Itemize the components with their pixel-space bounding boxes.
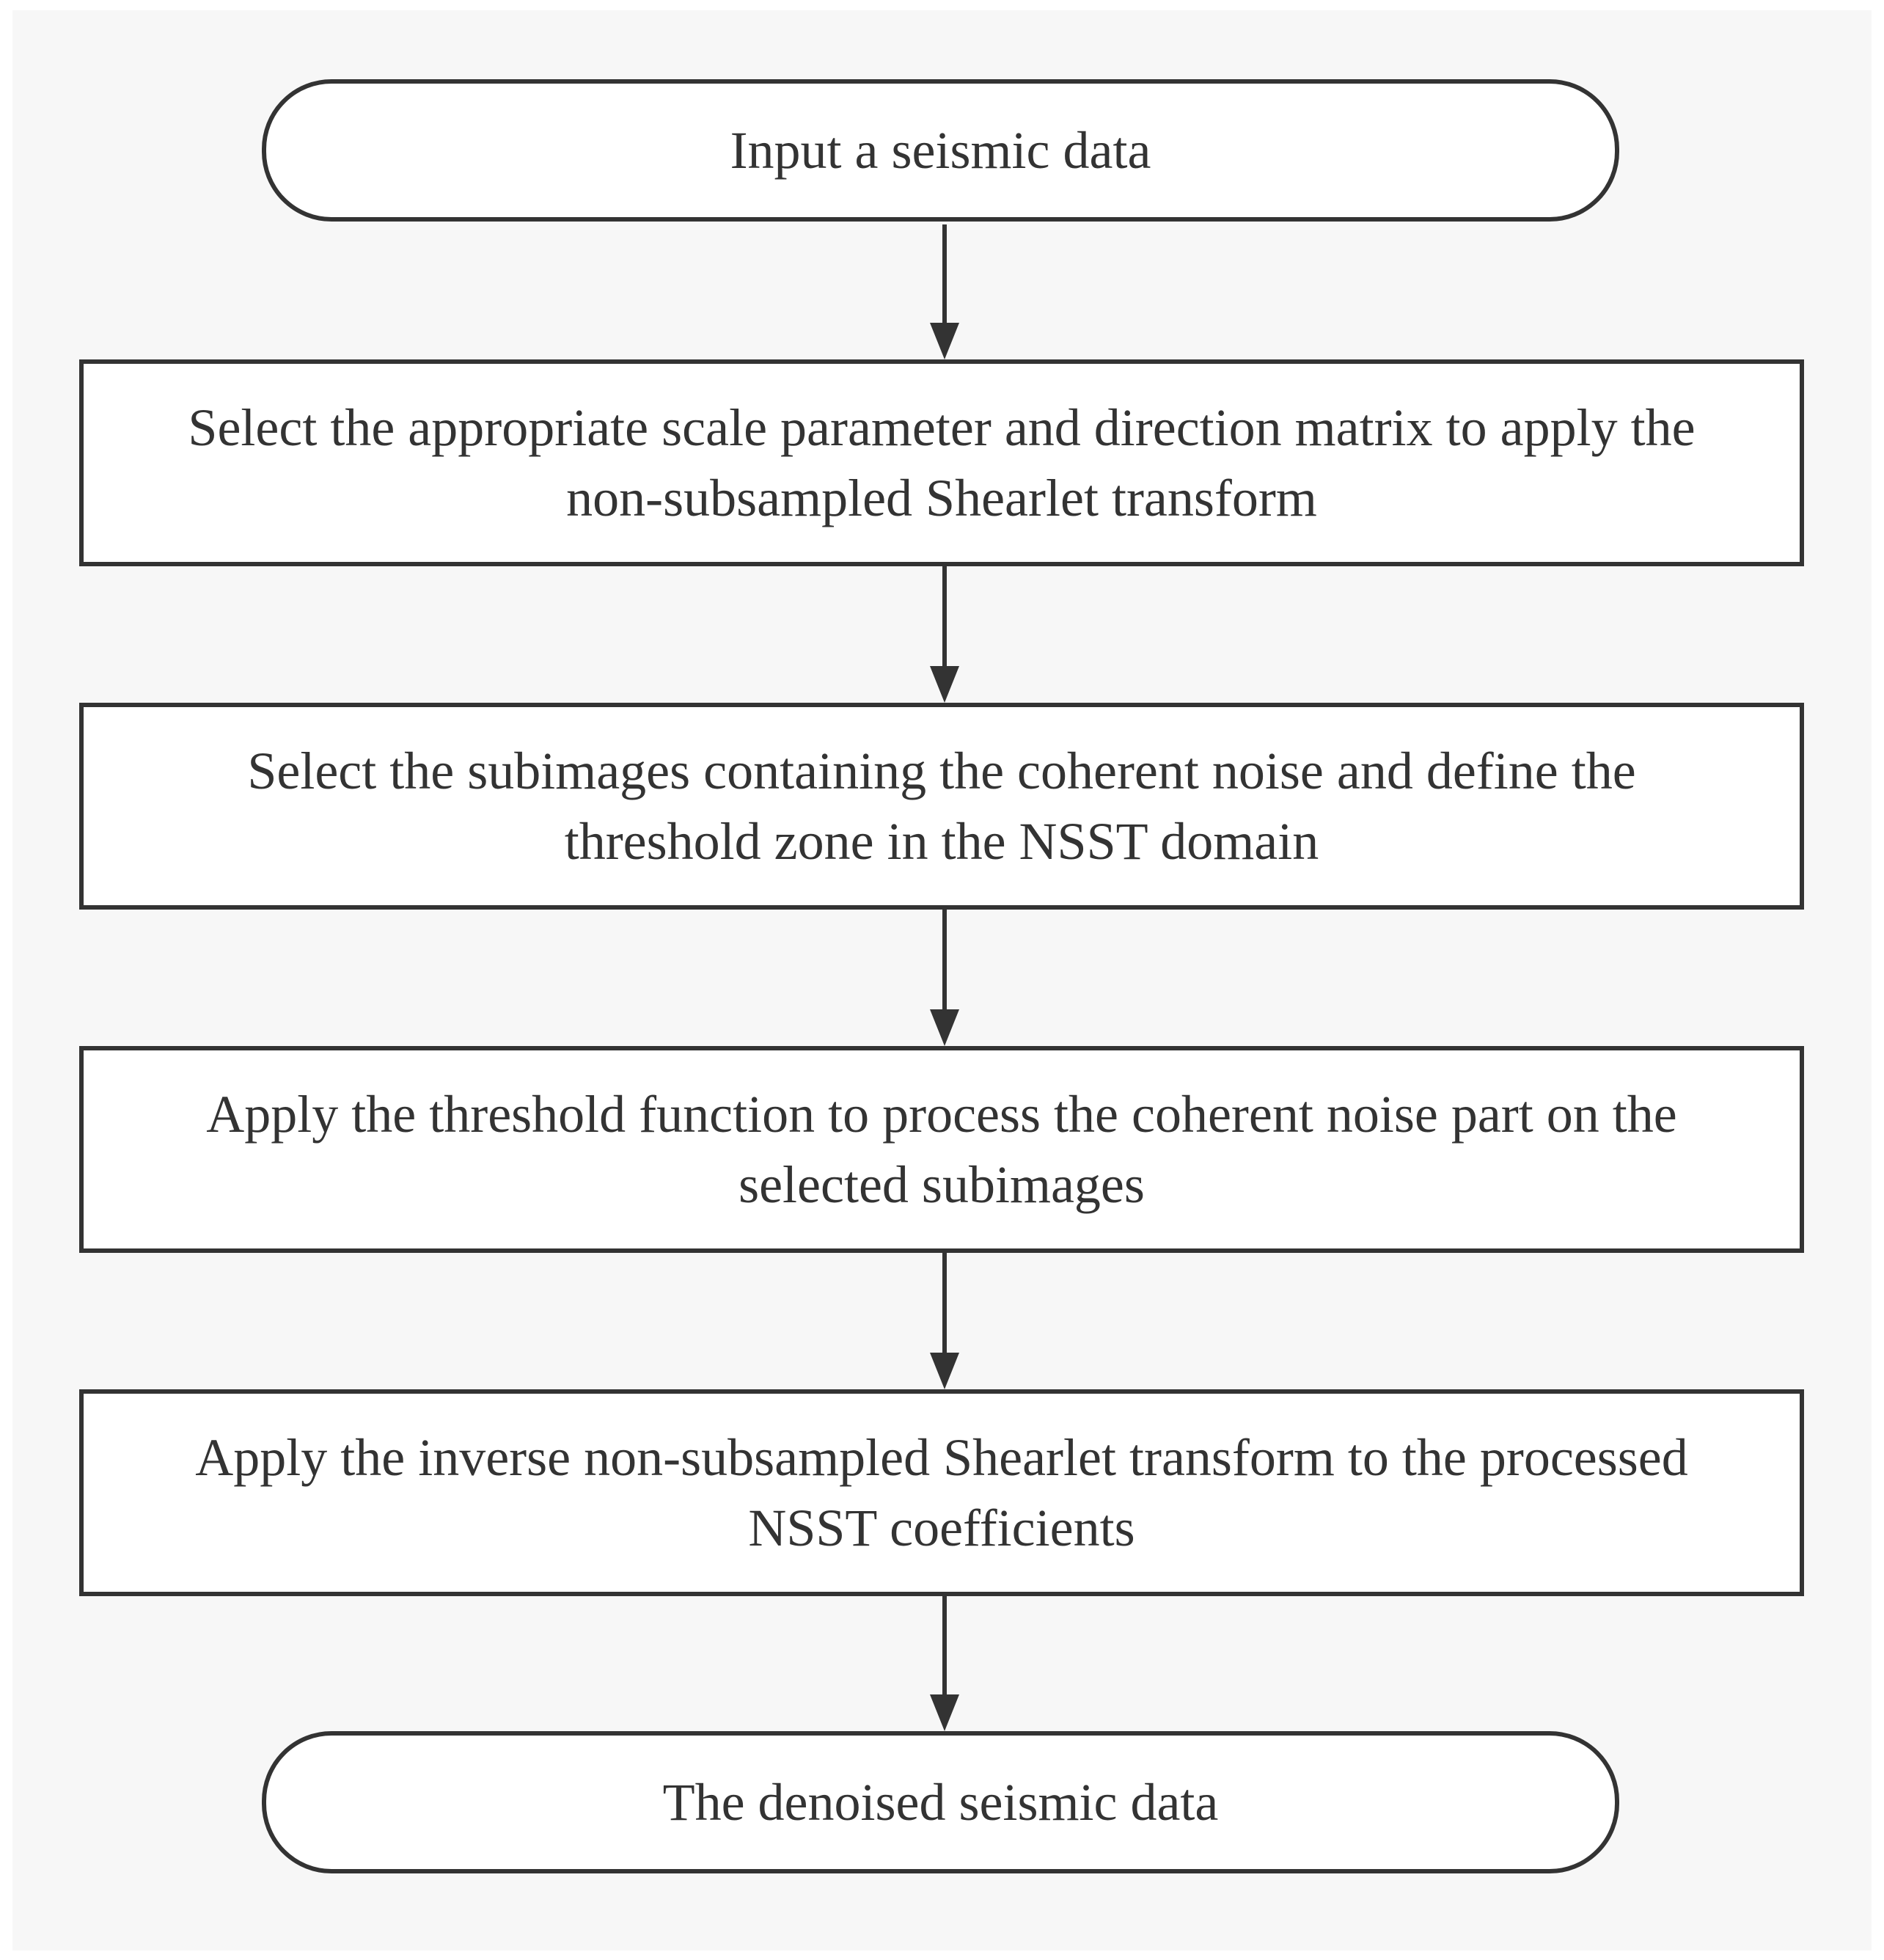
process-step-4: Apply the inverse non-subsampled Shearle… bbox=[79, 1389, 1804, 1596]
start-terminal: Input a seismic data bbox=[262, 79, 1619, 222]
process-step-1: Select the appropriate scale parameter a… bbox=[79, 359, 1804, 566]
end-label: The denoised seismic data bbox=[662, 1773, 1219, 1832]
process-step-4-label: Apply the inverse non-subsampled Shearle… bbox=[195, 1428, 1688, 1557]
start-label: Input a seismic data bbox=[730, 121, 1151, 180]
process-step-2: Select the subimages containing the cohe… bbox=[79, 703, 1804, 910]
process-step-3: Apply the threshold function to process … bbox=[79, 1046, 1804, 1253]
process-step-3-label: Apply the threshold function to process … bbox=[206, 1085, 1677, 1214]
process-step-1-label: Select the appropriate scale parameter a… bbox=[188, 398, 1696, 527]
end-terminal: The denoised seismic data bbox=[262, 1731, 1619, 1873]
process-step-2-label: Select the subimages containing the cohe… bbox=[247, 742, 1636, 871]
diagram-canvas bbox=[12, 10, 1872, 1950]
